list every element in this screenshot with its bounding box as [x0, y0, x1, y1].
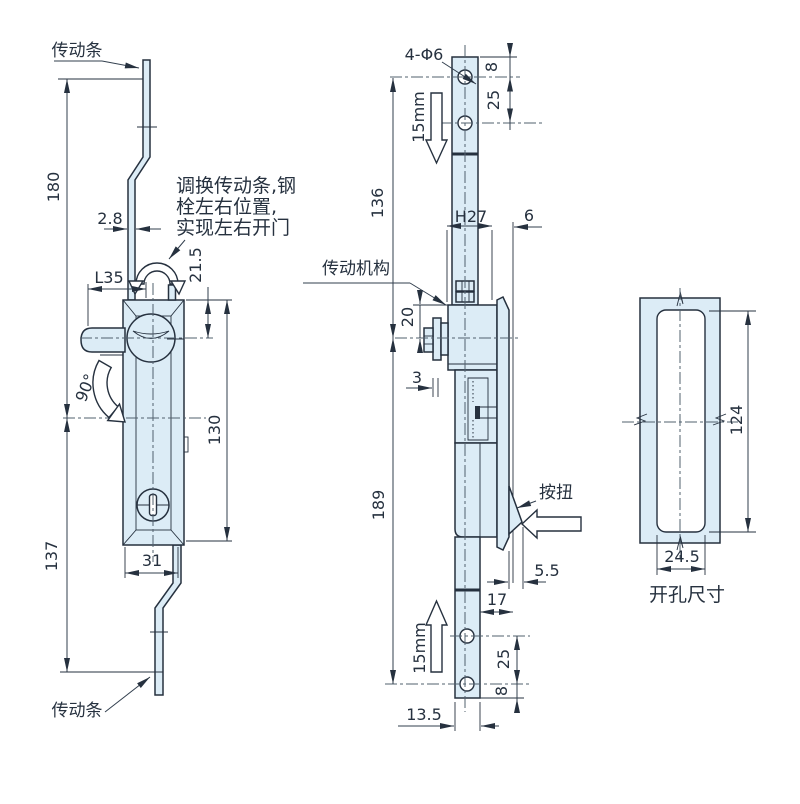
cutout-view: 124 24.5 开孔尺寸 — [622, 288, 756, 606]
dim-hole-edge-top: 8 — [482, 62, 501, 72]
dim-hole-edge-bottom: 8 — [492, 686, 511, 696]
travel-arrow-down-icon: 15mm — [409, 91, 449, 165]
dim-cutout-height: 124 — [727, 405, 746, 436]
lower-body — [454, 442, 498, 538]
dim-holes-callout: 4-Φ6 — [405, 45, 444, 64]
front-view: 90° 传动条 传动条 调换传动条,钢 栓左右位置, 实现左右开门 180 13… — [42, 41, 296, 721]
note-annotation: 调换传动条,钢 栓左右位置, 实现左右开门 — [168, 175, 296, 260]
dim-rod-offset: 17 — [487, 590, 507, 609]
label-mechanism: 传动机构 — [322, 259, 390, 279]
push-button — [508, 485, 523, 536]
label-button: 按扭 — [539, 483, 573, 503]
travel-arrow-up-icon: 15mm — [410, 599, 449, 674]
side-view: 4-Φ6 8 25 15mm 15mm 136 189 H27 6 — [303, 43, 582, 731]
dim-hole-pitch-top: 25 — [484, 90, 503, 110]
dim-upper-height: 180 — [44, 172, 63, 203]
note-line2: 栓左右位置, — [176, 196, 277, 218]
note-line3: 实现左右开门 — [176, 217, 290, 239]
label-rod-top: 传动条 — [52, 41, 103, 61]
shaft-nut — [423, 327, 434, 353]
side-lower-rod — [454, 536, 481, 699]
dim-body-width: 31 — [142, 551, 162, 570]
push-direction-arrow-icon — [520, 508, 582, 540]
front-lower-rod — [154, 544, 182, 696]
front-upper-rod — [127, 59, 151, 301]
note-line1: 调换传动条,钢 — [176, 175, 296, 197]
pin — [167, 284, 177, 301]
dim-cutout-width: 24.5 — [664, 547, 700, 566]
travel-top-label: 15mm — [409, 91, 428, 143]
dim-top-to-center: 21.5 — [186, 247, 205, 283]
dim-clearance: 3 — [412, 368, 422, 387]
dim-button-offset: 5.5 — [534, 561, 559, 580]
dim-gap: 6 — [524, 206, 534, 225]
dim-rod-thickness: 2.8 — [97, 209, 122, 228]
label-rod-bottom: 传动条 — [52, 701, 103, 721]
dim-lower-center: 189 — [369, 490, 388, 521]
dim-hole-pitch-bottom: 25 — [494, 649, 513, 669]
cutout-caption: 开孔尺寸 — [649, 584, 725, 606]
travel-bottom-label: 15mm — [410, 622, 429, 674]
rotation-90-arrow-icon: 90° — [71, 359, 126, 423]
dim-latch-offset: L35 — [94, 268, 123, 287]
flange — [496, 295, 510, 552]
latch — [80, 327, 126, 353]
dim-upper-center: 136 — [368, 188, 387, 219]
dim-body-height: 130 — [205, 415, 224, 446]
dim-shaft: 20 — [398, 307, 417, 327]
dim-rod-width: 13.5 — [406, 705, 442, 724]
dim-guide-width: H27 — [455, 207, 487, 226]
dim-lower-height: 137 — [42, 541, 61, 572]
cutout-hole — [656, 309, 706, 533]
